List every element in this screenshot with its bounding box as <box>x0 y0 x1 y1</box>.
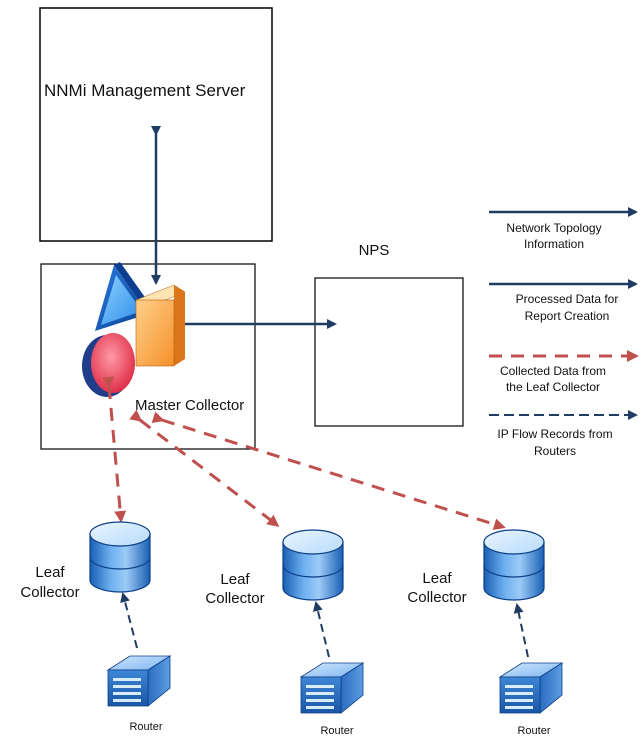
router1-leaf1-link <box>120 592 138 649</box>
legend-topology-line1: Network Topology <box>506 221 601 235</box>
leaf-collector-3-line1: Leaf <box>422 570 452 587</box>
legend-processed-line2: Report Creation <box>525 309 610 323</box>
legend-collected-line2: the Leaf Collector <box>506 380 600 394</box>
master-collector-icon <box>82 262 186 397</box>
collected-data-links <box>102 376 506 531</box>
router3-leaf3-link <box>513 603 529 658</box>
router-3-label: Router <box>517 725 550 737</box>
leaf-collector-1-line2: Collector <box>20 584 79 601</box>
master-collector-label: Master Collector <box>135 397 244 414</box>
legend-ipflow-line2: Routers <box>534 444 576 458</box>
leaf3-master-link <box>151 411 506 531</box>
nnmi-server-title: NNMi Management Server <box>44 81 246 100</box>
leaf-collector-2-line2: Collector <box>205 590 264 607</box>
leaf-collector-1-line1: Leaf <box>35 564 65 581</box>
legend-ipflow-line1: IP Flow Records from <box>497 427 612 441</box>
leaf-collector-3-line2: Collector <box>407 589 466 606</box>
flow-record-links <box>120 592 529 658</box>
legend-topology-line2: Information <box>524 237 584 251</box>
leaf1-master-link <box>102 376 127 523</box>
router2-leaf2-link <box>313 601 330 658</box>
router-icon-1 <box>106 655 172 707</box>
leaf-collector-db-1 <box>89 521 151 593</box>
nps-label: NPS <box>359 242 390 259</box>
legend: Network Topology Information Processed D… <box>489 207 639 458</box>
router-icon-3 <box>498 662 564 714</box>
nps-box <box>314 277 464 427</box>
router-icon-2 <box>299 662 365 714</box>
leaf-collector-db-2 <box>282 529 344 601</box>
legend-collected-line1: Collected Data from <box>500 364 606 378</box>
leaf-collector-2-line1: Leaf <box>220 571 250 588</box>
router-1-label: Router <box>129 721 162 733</box>
leaf-collector-db-3 <box>483 529 545 601</box>
legend-processed-line1: Processed Data for <box>516 292 619 306</box>
router-2-label: Router <box>320 725 353 737</box>
